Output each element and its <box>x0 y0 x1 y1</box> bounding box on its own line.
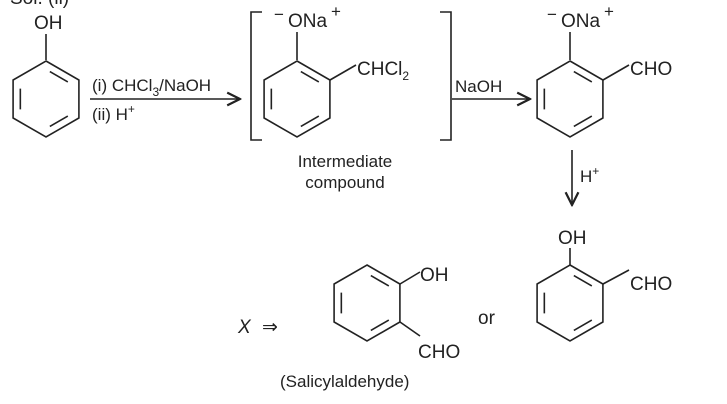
na-plus-charge: + <box>331 2 341 21</box>
salicylaldehyde-benzene-ring <box>333 264 401 342</box>
ring-outline <box>536 264 604 342</box>
double-bond <box>573 319 593 332</box>
x-label: X <box>237 317 252 338</box>
oh-bond-3 <box>399 271 421 285</box>
salt-cho-label: CHO <box>630 59 672 80</box>
double-bond <box>370 319 390 332</box>
header-label: Sol. (ii) <box>10 0 69 9</box>
naoh-reagent: NaOH <box>455 77 502 96</box>
answer-cho-label: CHO <box>418 342 460 363</box>
cho-bond <box>602 64 630 81</box>
o-minus-charge-2: − <box>547 5 557 24</box>
intermediate-caption-1: Intermediate <box>298 152 393 171</box>
salt-ona-label: ONa <box>561 11 601 32</box>
double-bond <box>300 70 320 83</box>
product-cho-label: CHO <box>630 274 672 295</box>
product-oh-label: OH <box>558 228 587 249</box>
cho-bond-2 <box>602 269 630 285</box>
right-bracket <box>440 11 452 141</box>
double-bond <box>573 115 593 128</box>
phenol-oh-label: OH <box>34 13 63 34</box>
ring-outline <box>12 60 80 138</box>
ring-outline <box>263 60 331 138</box>
answer-oh-label: OH <box>420 265 449 286</box>
intermediate-caption-2: compound <box>305 173 384 192</box>
phenol-benzene-ring <box>12 60 80 138</box>
o-minus-charge: − <box>274 5 284 24</box>
chcl2-label: CHCl2 <box>357 59 409 83</box>
cho-bond-3 <box>399 321 421 337</box>
or-label: or <box>478 308 496 329</box>
double-bond <box>49 70 69 83</box>
double-bond <box>300 115 320 128</box>
na-plus-charge-2: + <box>604 2 614 21</box>
left-bracket <box>250 11 262 141</box>
implies-arrow: ⇒ <box>262 317 278 338</box>
acid-reagent: H+ <box>580 164 599 186</box>
double-bond <box>370 274 390 287</box>
reagent-1: (i) CHCl3/NaOH <box>92 76 211 99</box>
intermediate-ona-label: ONa <box>288 11 328 32</box>
ring-outline <box>333 264 401 342</box>
double-bond <box>573 274 593 287</box>
reagent-2: (ii) H+ <box>92 102 135 124</box>
ring-outline <box>536 60 604 138</box>
double-bond <box>573 70 593 83</box>
salicylaldehyde-name: (Salicylaldehyde) <box>280 372 409 391</box>
intermediate-benzene-ring <box>263 60 331 138</box>
product-benzene-ring <box>536 264 604 342</box>
sodium-salt-benzene-ring <box>536 60 604 138</box>
double-bond <box>49 115 69 128</box>
chcl2-bond <box>329 64 357 81</box>
